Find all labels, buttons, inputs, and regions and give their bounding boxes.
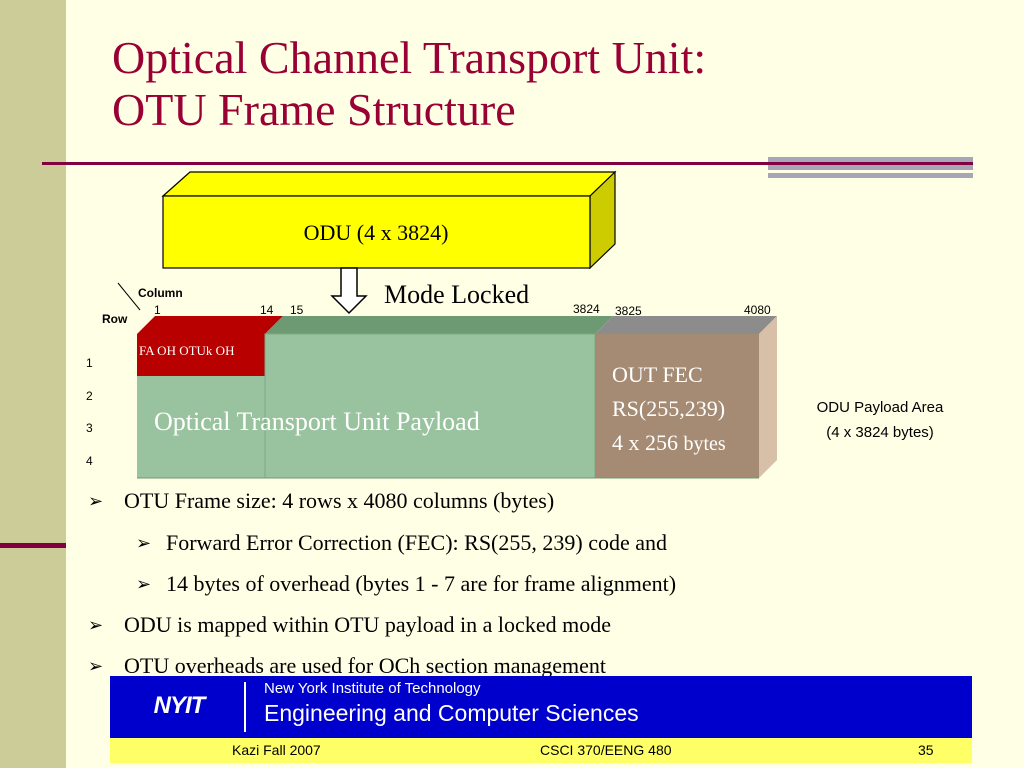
col-tick-1: 1 bbox=[154, 303, 161, 317]
title-line-1: Optical Channel Transport Unit: bbox=[112, 32, 707, 83]
sub-bullet-item: ➢ Forward Error Correction (FEC): RS(255… bbox=[136, 530, 667, 556]
nyit-logo: NYIT bbox=[120, 684, 238, 728]
column-label: Column bbox=[138, 286, 183, 300]
overhead-label: FA OH OTUk OH bbox=[139, 343, 234, 358]
col-tick-4080: 4080 bbox=[744, 303, 771, 317]
left-decor-band bbox=[0, 0, 66, 768]
title-rule-bars bbox=[768, 157, 973, 179]
fec-label-line-1: OUT FEC bbox=[612, 362, 703, 387]
col-tick-14: 14 bbox=[260, 303, 274, 317]
institution-name: New York Institute of Technology bbox=[264, 680, 481, 697]
footer-author: Kazi Fall 2007 bbox=[232, 742, 321, 758]
overhead-block bbox=[137, 334, 265, 376]
title-line-2: OTU Frame Structure bbox=[112, 84, 516, 135]
slide-title: Optical Channel Transport Unit: OTU Fram… bbox=[112, 32, 972, 136]
odu-box-label: ODU (4 x 3824) bbox=[304, 220, 449, 245]
bullet-text: ODU is mapped within OTU payload in a lo… bbox=[124, 612, 611, 637]
payload-label: Optical Transport Unit Payload bbox=[154, 407, 480, 436]
row-label: Row bbox=[102, 312, 128, 326]
footer-info-bar: Kazi Fall 2007 CSCI 370/EENG 480 35 bbox=[110, 738, 972, 763]
mode-locked-label: Mode Locked bbox=[384, 280, 529, 309]
footer-banner: NYIT New York Institute of Technology En… bbox=[110, 676, 972, 738]
fec-label-line-3: 4 x 256 bytes bbox=[612, 430, 726, 455]
arrow-bullet-icon: ➢ bbox=[88, 655, 104, 677]
arrow-bullet-icon: ➢ bbox=[136, 532, 152, 554]
bullet-item: ➢ OTU overheads are used for OCh section… bbox=[88, 653, 606, 679]
payload-block bbox=[264, 333, 596, 479]
col-tick-3824: 3824 bbox=[573, 302, 600, 316]
bullet-item: ➢ OTU Frame size: 4 rows x 4080 columns … bbox=[88, 488, 554, 514]
col-tick-15: 15 bbox=[290, 303, 304, 317]
fec-label-line-2: RS(255,239) bbox=[612, 396, 725, 421]
row-tick-1: 1 bbox=[86, 356, 93, 370]
arrow-bullet-icon: ➢ bbox=[88, 614, 104, 636]
slide-number: 35 bbox=[918, 742, 934, 758]
odu-box: ODU (4 x 3824) bbox=[161, 170, 617, 270]
bullet-item: ➢ ODU is mapped within OTU payload in a … bbox=[88, 612, 611, 638]
odu-payload-area-label: ODU Payload Area bbox=[817, 399, 944, 416]
bullet-text: OTU overheads are used for OCh section m… bbox=[124, 653, 607, 678]
col-tick-3825: 3825 bbox=[615, 304, 642, 318]
row-tick-3: 3 bbox=[86, 421, 93, 435]
down-arrow-icon bbox=[330, 267, 368, 315]
left-decor-rule bbox=[0, 543, 66, 548]
row-tick-2: 2 bbox=[86, 389, 93, 403]
otu-frame bbox=[137, 316, 777, 479]
nyit-logo-text: NYIT bbox=[153, 692, 206, 719]
arrow-bullet-icon: ➢ bbox=[88, 490, 104, 512]
bullet-text: Forward Error Correction (FEC): RS(255, … bbox=[166, 530, 668, 555]
arrow-bullet-icon: ➢ bbox=[136, 573, 152, 595]
footer-course: CSCI 370/EENG 480 bbox=[540, 742, 672, 758]
odu-payload-area-size: (4 x 3824 bytes) bbox=[826, 424, 934, 441]
footer: NYIT New York Institute of Technology En… bbox=[110, 676, 972, 763]
bullet-text: 14 bytes of overhead (bytes 1 - 7 are fo… bbox=[166, 571, 677, 596]
logo-divider bbox=[244, 682, 246, 732]
bullet-text: OTU Frame size: 4 rows x 4080 columns (b… bbox=[124, 488, 555, 513]
title-rule bbox=[42, 162, 973, 165]
sub-bullet-item: ➢ 14 bytes of overhead (bytes 1 - 7 are … bbox=[136, 571, 676, 597]
row-tick-4: 4 bbox=[86, 454, 93, 468]
department-name: Engineering and Computer Sciences bbox=[264, 700, 639, 726]
